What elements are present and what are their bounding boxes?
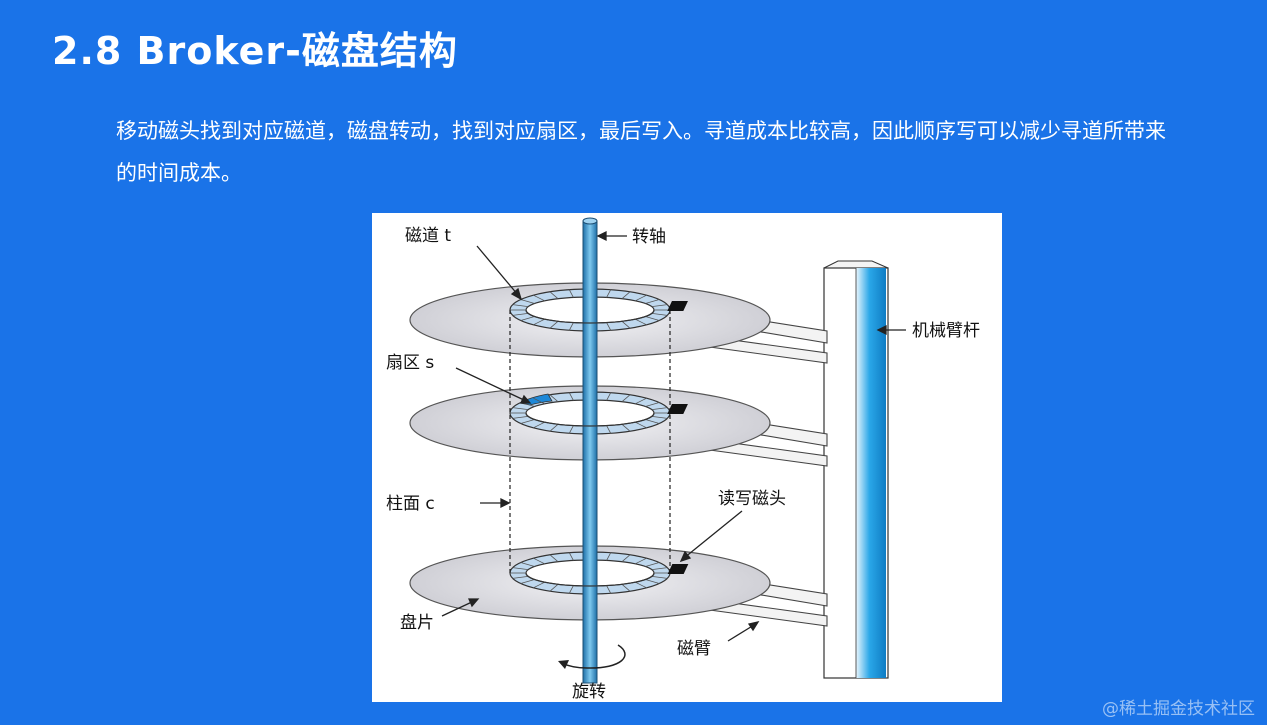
label-rotate: 旋转 <box>572 682 606 702</box>
slide-description: 移动磁头找到对应磁道，磁盘转动，找到对应扇区，最后写入。寻道成本比较高，因此顺序… <box>116 119 1166 185</box>
label-arm-pole: 机械臂杆 <box>912 321 980 341</box>
cylinder-outline <box>509 310 671 573</box>
sector-divider <box>635 397 647 405</box>
sector-divider <box>549 394 559 403</box>
head-top <box>667 301 688 311</box>
disk-structure-diagram: 磁道 t 转轴 机械臂杆 扇区 s 柱面 c 读写磁头 盘片 磁臂 旋转 <box>386 217 980 702</box>
watermark-brand: @稀土掘金技术社区 <box>1102 699 1255 719</box>
leader-arm <box>727 624 755 642</box>
sector-divider <box>651 576 668 579</box>
sector-divider <box>512 416 529 419</box>
sector-divider <box>621 554 631 563</box>
sector-divider <box>651 304 668 307</box>
sector-divider <box>635 581 647 589</box>
sector-divider <box>635 318 647 326</box>
leader-sector <box>455 367 527 402</box>
sector-divider <box>568 392 574 401</box>
sector-divider <box>549 583 559 592</box>
sector-divider <box>549 320 559 329</box>
sector-divider <box>512 567 529 570</box>
head-middle <box>667 404 688 414</box>
sector-divider <box>621 423 631 432</box>
disk-structure-figure: 磁道 t 转轴 机械臂杆 扇区 s 柱面 c 读写磁头 盘片 磁臂 旋转 <box>372 213 1002 702</box>
spindle <box>582 217 598 684</box>
sector-divider <box>651 407 668 410</box>
leader-platter <box>441 600 475 617</box>
head-bottom <box>667 564 689 574</box>
sector-divider <box>520 419 535 424</box>
sector-divider <box>533 557 545 565</box>
sector-divider <box>549 423 559 432</box>
sector-divider <box>645 579 660 584</box>
sector-divider <box>606 585 612 594</box>
sector-divider <box>645 316 660 321</box>
label-platter: 盘片 <box>400 613 434 633</box>
sector-divider <box>635 421 647 429</box>
label-track: 磁道 t <box>405 226 451 246</box>
sector-divider <box>549 291 559 300</box>
label-arm: 磁臂 <box>677 639 711 659</box>
sector-divider <box>512 407 529 410</box>
sector-divider <box>645 562 660 567</box>
sector-divider <box>635 557 647 565</box>
sector-divider <box>568 552 574 561</box>
label-spindle: 转轴 <box>632 227 666 247</box>
sector-divider <box>645 419 660 424</box>
sector-divider <box>512 313 529 316</box>
leader-head <box>683 510 743 559</box>
sector-divider <box>621 394 631 403</box>
sector-divider <box>606 425 612 434</box>
sector-divider <box>533 421 545 429</box>
sector-divider <box>512 576 529 579</box>
label-head: 读写磁头 <box>718 489 786 509</box>
sector-divider <box>645 299 660 304</box>
sector-divider <box>568 425 574 434</box>
slide-title: 2.8 Broker-磁盘结构 <box>52 29 458 73</box>
rotate-arrowhead <box>558 660 569 669</box>
sector-divider <box>621 291 631 300</box>
label-sector: 扇区 s <box>386 353 434 373</box>
sector-dividers <box>510 289 670 594</box>
sector-divider <box>606 392 612 401</box>
sector-divider <box>533 397 545 405</box>
sector-divider <box>549 554 559 563</box>
sector-divider <box>606 552 612 561</box>
sector-divider <box>568 289 574 298</box>
sector-divider <box>533 318 545 326</box>
sector-divider <box>568 322 574 331</box>
sector-divider <box>621 583 631 592</box>
sector-divider <box>621 320 631 329</box>
sector-divider <box>533 581 545 589</box>
sector-divider <box>606 289 612 298</box>
sector-divider <box>568 585 574 594</box>
sector-divider <box>533 294 545 302</box>
sector-divider <box>520 316 535 321</box>
sector-divider <box>645 402 660 407</box>
sector-divider <box>512 304 529 307</box>
sector-divider <box>651 313 668 316</box>
sector-divider <box>651 416 668 419</box>
sector-divider <box>651 567 668 570</box>
label-cylinder: 柱面 c <box>386 494 435 514</box>
sector-divider <box>520 562 535 567</box>
leader-track <box>476 245 519 296</box>
sector-divider <box>520 299 535 304</box>
sector-divider <box>635 294 647 302</box>
rotate-arrow <box>561 644 626 669</box>
arm-pole <box>823 260 889 679</box>
sector-divider <box>606 322 612 331</box>
sector-divider <box>520 579 535 584</box>
